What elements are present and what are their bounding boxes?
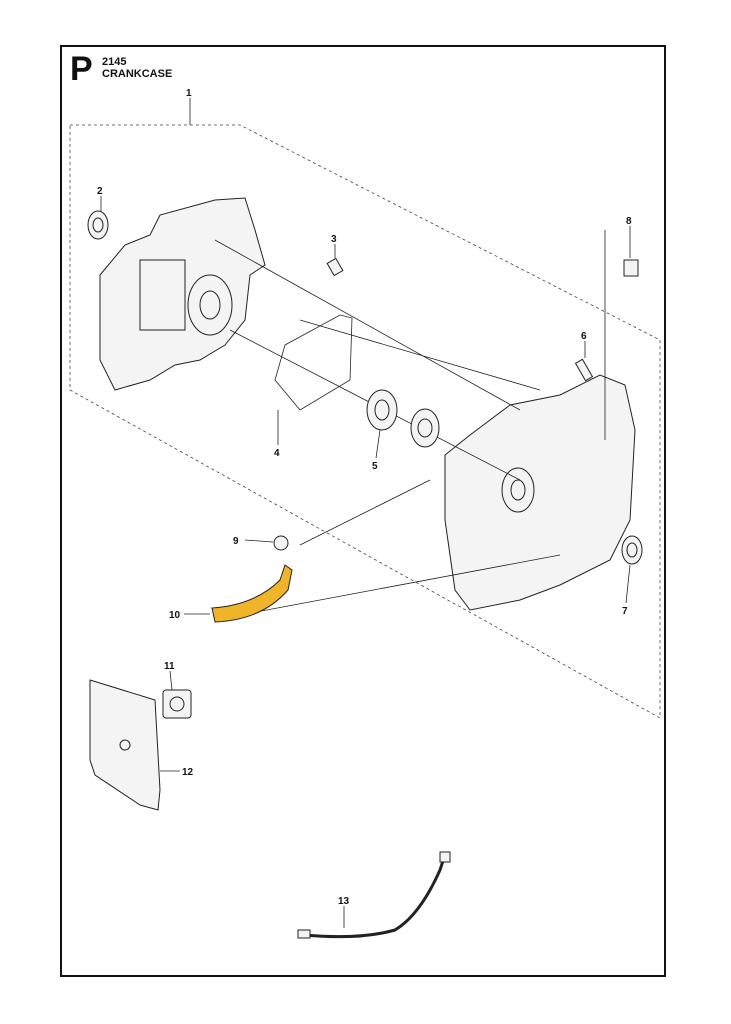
seal-ring-left[interactable] [87,210,109,240]
nut[interactable] [623,259,639,277]
ball-bearings[interactable] [366,389,440,448]
section-title: CRANKCASE [102,68,173,80]
callout-13: 13 [338,896,350,907]
callout-2: 2 [97,186,103,197]
callout-8: 8 [626,216,632,227]
plug[interactable] [273,535,289,551]
wire-cable[interactable] [304,854,447,939]
callout-1: 1 [186,88,192,99]
callout-11: 11 [164,661,175,672]
crankcase-left-half[interactable] [99,197,266,391]
callout-3: 3 [331,234,337,245]
bracket-highlighted[interactable] [211,564,293,623]
seal-ring-right[interactable] [621,535,643,565]
section-letter: P [70,50,93,88]
callout-5: 5 [372,461,378,472]
diagram-frame [60,45,666,977]
callout-9: 9 [233,536,239,547]
callout-6: 6 [581,331,587,342]
callout-10: 10 [169,610,181,621]
spacer-block[interactable] [162,689,192,719]
assembly-group-outline [69,124,661,719]
callout-7: 7 [622,606,628,617]
gasket[interactable] [274,314,353,411]
callout-12: 12 [182,767,194,778]
crankcase-right-half[interactable] [444,374,636,611]
callout-4: 4 [274,448,280,459]
section-code: 2145 [102,56,127,68]
screw[interactable] [574,358,594,382]
wire-connector [297,929,311,939]
cover-plate[interactable] [89,679,161,811]
wire-terminal [439,851,451,863]
guide-pin[interactable] [326,257,344,277]
